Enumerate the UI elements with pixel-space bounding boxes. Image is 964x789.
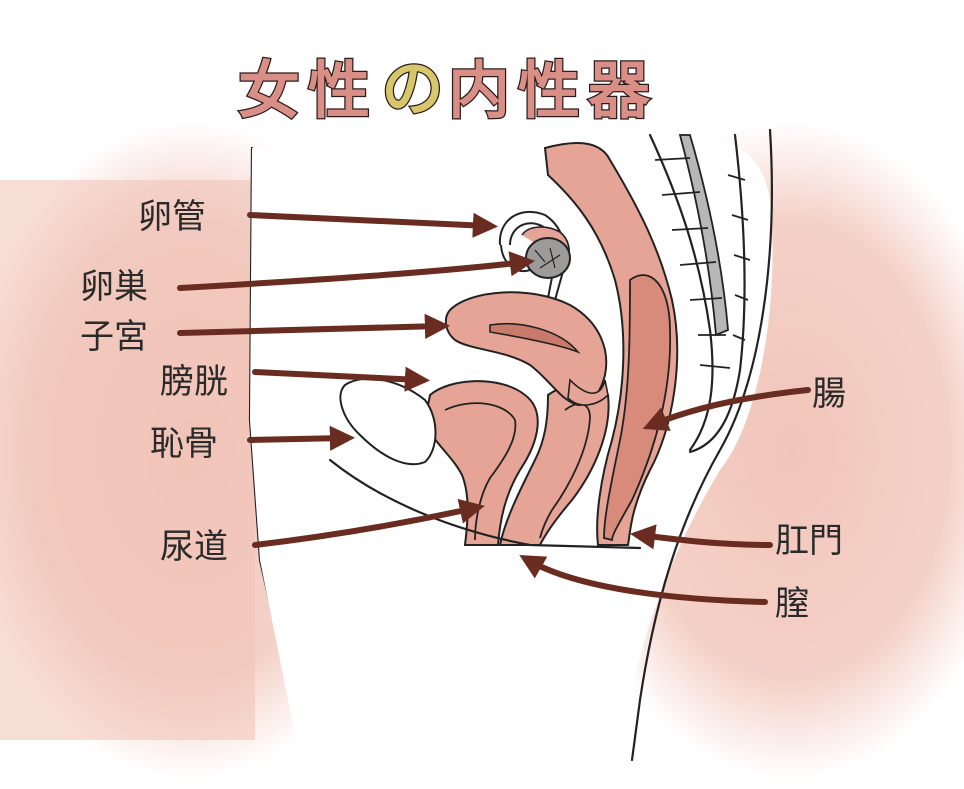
arrow-fallopian-tube: [247, 212, 499, 238]
pubic-bone: [339, 377, 437, 466]
title-char: 性: [308, 54, 370, 127]
title-char: 女: [238, 54, 300, 127]
arrow-pubic-bone: [247, 425, 356, 451]
body-outline-right: [630, 128, 773, 762]
label-fallopian-tube: 卵管: [138, 197, 206, 237]
arrow-urethra: [252, 498, 485, 548]
uterus-organ: [444, 291, 609, 407]
title-char: 性: [518, 54, 580, 127]
label-urethra: 尿道: [160, 527, 228, 567]
arrow-ovary: [177, 251, 536, 291]
arrow-bladder: [252, 366, 431, 392]
spine: [648, 133, 751, 454]
title-char: の: [382, 52, 444, 125]
page-title: 女性の内性器: [237, 51, 653, 129]
ovary-organ: [525, 237, 571, 279]
left-thigh-skin: [0, 180, 255, 740]
label-vagina: 膣: [775, 584, 809, 624]
arrow-vagina: [519, 554, 768, 605]
arrow-intestine: [642, 387, 811, 431]
label-ovary: 卵巣: [80, 267, 148, 307]
title-char: 器: [588, 54, 651, 127]
title-char: 内: [448, 54, 510, 127]
label-intestine: 腸: [812, 374, 846, 414]
pointer-arrows: [177, 212, 811, 605]
arrow-anus: [629, 524, 773, 550]
arrow-uterus: [177, 313, 451, 340]
label-uterus: 子宮: [80, 317, 148, 357]
perineum-line: [328, 458, 642, 550]
label-pubic-bone: 恥骨: [150, 424, 218, 464]
label-bladder: 膀胱: [160, 362, 228, 402]
label-anus: 肛門: [775, 521, 843, 561]
